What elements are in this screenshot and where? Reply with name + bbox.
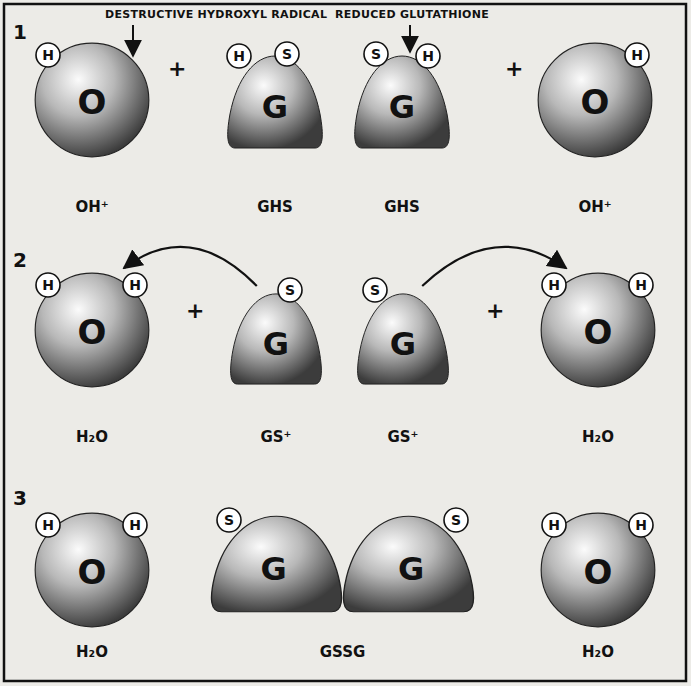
atom-node: H: [628, 512, 654, 538]
molecule-node: GGS⁺S: [355, 290, 451, 388]
atom-letter: H: [129, 278, 141, 292]
atom-letter: H: [631, 48, 643, 62]
atom-node: H: [35, 512, 61, 538]
molecule-node: OOH⁺H: [537, 42, 653, 158]
atom-letter: H: [548, 278, 560, 292]
atom-node: H: [35, 272, 61, 298]
plus-sign: +: [186, 300, 204, 322]
atom-node: S: [363, 41, 389, 67]
atom-letter: H: [548, 518, 560, 532]
formula-caption: H₂O: [76, 430, 108, 445]
formula-caption: GSSG: [320, 645, 366, 660]
formula-caption: GHS: [257, 200, 293, 215]
formula-caption: OH⁺: [75, 200, 108, 215]
atom-node: H: [226, 43, 252, 69]
molecule-letter: G: [398, 553, 424, 585]
molecule-letter: O: [581, 85, 610, 119]
atom-letter: S: [451, 513, 461, 527]
atom-node: H: [624, 42, 650, 68]
formula-caption: GHS: [384, 200, 420, 215]
heading-label: REDUCED GLUTATHIONE: [335, 9, 489, 20]
step-number: 1: [13, 22, 27, 42]
atom-letter: H: [635, 518, 647, 532]
molecule-letter: G: [263, 328, 289, 360]
atom-node: S: [274, 41, 300, 67]
molecule-node: GGGSSGSS: [205, 512, 480, 616]
atom-letter: H: [42, 278, 54, 292]
step-number: 2: [13, 250, 27, 270]
glutathione-shape: [205, 512, 480, 616]
molecule-letter: G: [261, 553, 287, 585]
atom-letter: H: [129, 518, 141, 532]
formula-caption: OH⁺: [578, 200, 611, 215]
molecule-node: OH₂OHH: [34, 512, 150, 628]
molecule-node: GGHSSH: [352, 52, 452, 152]
atom-node: H: [628, 272, 654, 298]
molecule-letter: O: [78, 85, 107, 119]
atom-node: S: [443, 507, 469, 533]
molecule-node: GGHSHS: [225, 52, 325, 152]
atom-node: H: [415, 43, 441, 69]
atom-letter: S: [370, 283, 380, 297]
atom-node: H: [122, 272, 148, 298]
molecule-letter: G: [390, 328, 416, 360]
molecule-letter: O: [584, 315, 613, 349]
molecule-node: OH₂OHH: [540, 272, 656, 388]
molecule-node: OH₂OHH: [540, 512, 656, 628]
formula-caption: GS⁺: [387, 430, 418, 445]
plus-sign: +: [505, 58, 523, 80]
molecule-letter: G: [389, 91, 415, 123]
plus-sign: +: [168, 58, 186, 80]
molecule-letter: O: [584, 555, 613, 589]
molecule-letter: O: [78, 555, 107, 589]
atom-letter: S: [282, 47, 292, 61]
formula-caption: H₂O: [582, 645, 614, 660]
atom-node: H: [541, 272, 567, 298]
formula-caption: H₂O: [76, 645, 108, 660]
heading-label: DESTRUCTIVE HYDROXYL RADICAL: [105, 9, 327, 20]
atom-letter: H: [422, 49, 434, 63]
plus-sign: +: [486, 300, 504, 322]
molecule-node: OH₂OHH: [34, 272, 150, 388]
formula-caption: H₂O: [582, 430, 614, 445]
atom-letter: S: [371, 47, 381, 61]
atom-node: H: [122, 512, 148, 538]
atom-node: S: [277, 277, 303, 303]
atom-letter: H: [635, 278, 647, 292]
atom-letter: H: [42, 518, 54, 532]
molecule-letter: O: [78, 315, 107, 349]
molecule-node: OOH⁺H: [34, 42, 150, 158]
atom-node: H: [541, 512, 567, 538]
atom-letter: H: [42, 48, 54, 62]
step-number: 3: [13, 488, 27, 508]
formula-caption: GS⁺: [260, 430, 291, 445]
atom-letter: S: [224, 513, 234, 527]
molecule-node: GGS⁺S: [228, 290, 324, 388]
atom-node: S: [362, 277, 388, 303]
atom-letter: S: [285, 283, 295, 297]
atom-letter: H: [233, 49, 245, 63]
atom-node: S: [216, 507, 242, 533]
molecule-letter: G: [262, 91, 288, 123]
atom-node: H: [35, 42, 61, 68]
